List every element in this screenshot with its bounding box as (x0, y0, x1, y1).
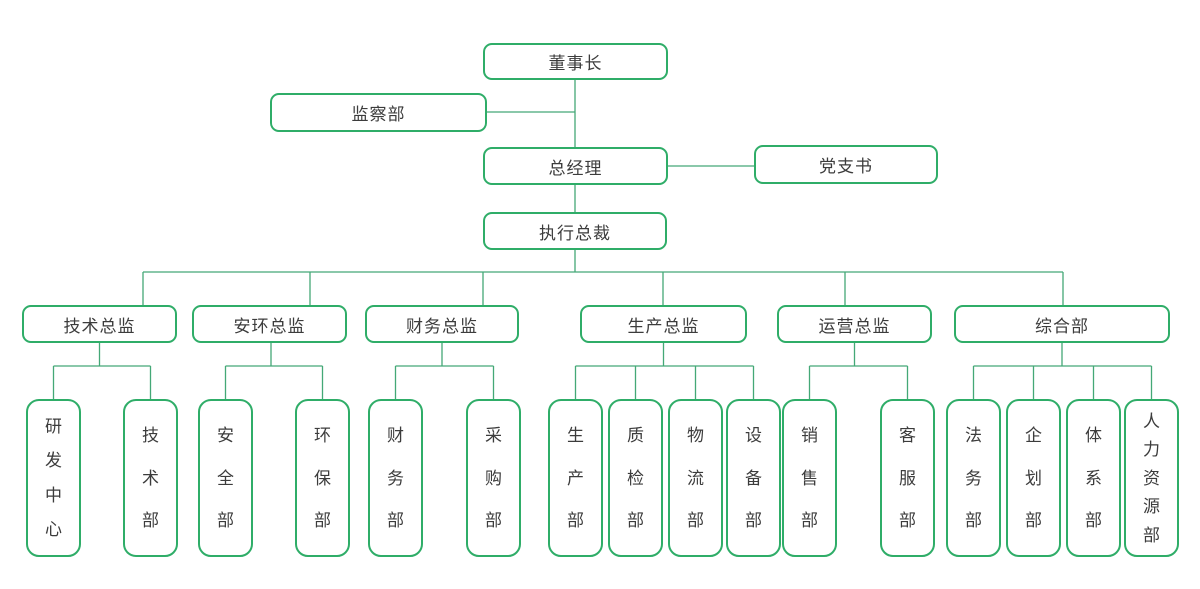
node-label: 人力资源部 (1143, 411, 1160, 545)
node-general-affairs-dept[interactable]: 综合部 (954, 305, 1170, 343)
node-technology-dept[interactable]: 技术部 (123, 399, 178, 557)
node-director-production[interactable]: 生产总监 (580, 305, 747, 343)
node-supervision-dept[interactable]: 监察部 (270, 93, 487, 132)
node-hr-dept[interactable]: 人力资源部 (1124, 399, 1179, 557)
connector-group-finance (394, 343, 495, 399)
connector-group-technology (52, 343, 152, 399)
node-label: 财务总监 (406, 316, 478, 336)
node-production-dept[interactable]: 生产部 (548, 399, 603, 557)
node-chairman[interactable]: 董事长 (483, 43, 668, 80)
node-label: 环保部 (314, 425, 331, 531)
node-label: 生产部 (567, 425, 584, 531)
node-environment-dept[interactable]: 环保部 (295, 399, 350, 557)
node-label: 企划部 (1025, 425, 1042, 531)
node-label: 设备部 (745, 425, 762, 531)
node-label: 运营总监 (818, 316, 891, 336)
node-label: 销售部 (801, 425, 818, 531)
node-general-manager[interactable]: 总经理 (483, 147, 668, 185)
node-system-dept[interactable]: 体系部 (1066, 399, 1121, 557)
node-label: 研发中心 (45, 417, 62, 539)
node-procurement-dept[interactable]: 采购部 (466, 399, 521, 557)
node-label: 安环总监 (233, 316, 306, 336)
node-legal-dept[interactable]: 法务部 (946, 399, 1001, 557)
node-director-technology[interactable]: 技术总监 (22, 305, 177, 343)
node-executive-president[interactable]: 执行总裁 (483, 212, 667, 250)
node-planning-dept[interactable]: 企划部 (1006, 399, 1061, 557)
node-label: 总经理 (548, 158, 603, 178)
connector-group-general-affairs (972, 343, 1153, 399)
node-rd-center[interactable]: 研发中心 (26, 399, 81, 557)
node-label: 质检部 (627, 425, 644, 531)
node-label: 生产总监 (627, 316, 700, 336)
node-party-secretary[interactable]: 党支书 (754, 145, 938, 184)
node-label: 物流部 (687, 425, 704, 531)
node-logistics-dept[interactable]: 物流部 (668, 399, 723, 557)
connector-directors-level (142, 271, 1064, 305)
node-director-operations[interactable]: 运营总监 (777, 305, 932, 343)
node-label: 技术总监 (63, 316, 136, 336)
node-label: 执行总裁 (539, 223, 611, 243)
node-label: 董事长 (548, 54, 603, 73)
node-sales-dept[interactable]: 销售部 (782, 399, 837, 557)
node-equipment-dept[interactable]: 设备部 (726, 399, 781, 557)
node-director-safety-environment[interactable]: 安环总监 (192, 305, 347, 343)
node-label: 技术部 (142, 425, 159, 531)
node-label: 法务部 (965, 425, 982, 531)
node-finance-dept[interactable]: 财务部 (368, 399, 423, 557)
node-label: 综合部 (1035, 316, 1089, 336)
node-label: 安全部 (217, 425, 234, 531)
node-label: 党支书 (819, 157, 873, 176)
connector-group-production (574, 343, 755, 399)
node-customer-service-dept[interactable]: 客服部 (880, 399, 935, 557)
node-safety-dept[interactable]: 安全部 (198, 399, 253, 557)
node-label: 监察部 (351, 105, 406, 124)
connector-group-operations (808, 343, 909, 399)
node-quality-inspection-dept[interactable]: 质检部 (608, 399, 663, 557)
node-label: 采购部 (485, 425, 502, 531)
connector-group-safety-environment (224, 343, 324, 399)
node-label: 体系部 (1085, 425, 1102, 531)
node-label: 财务部 (387, 425, 404, 531)
node-director-finance[interactable]: 财务总监 (365, 305, 519, 343)
node-label: 客服部 (899, 425, 916, 531)
